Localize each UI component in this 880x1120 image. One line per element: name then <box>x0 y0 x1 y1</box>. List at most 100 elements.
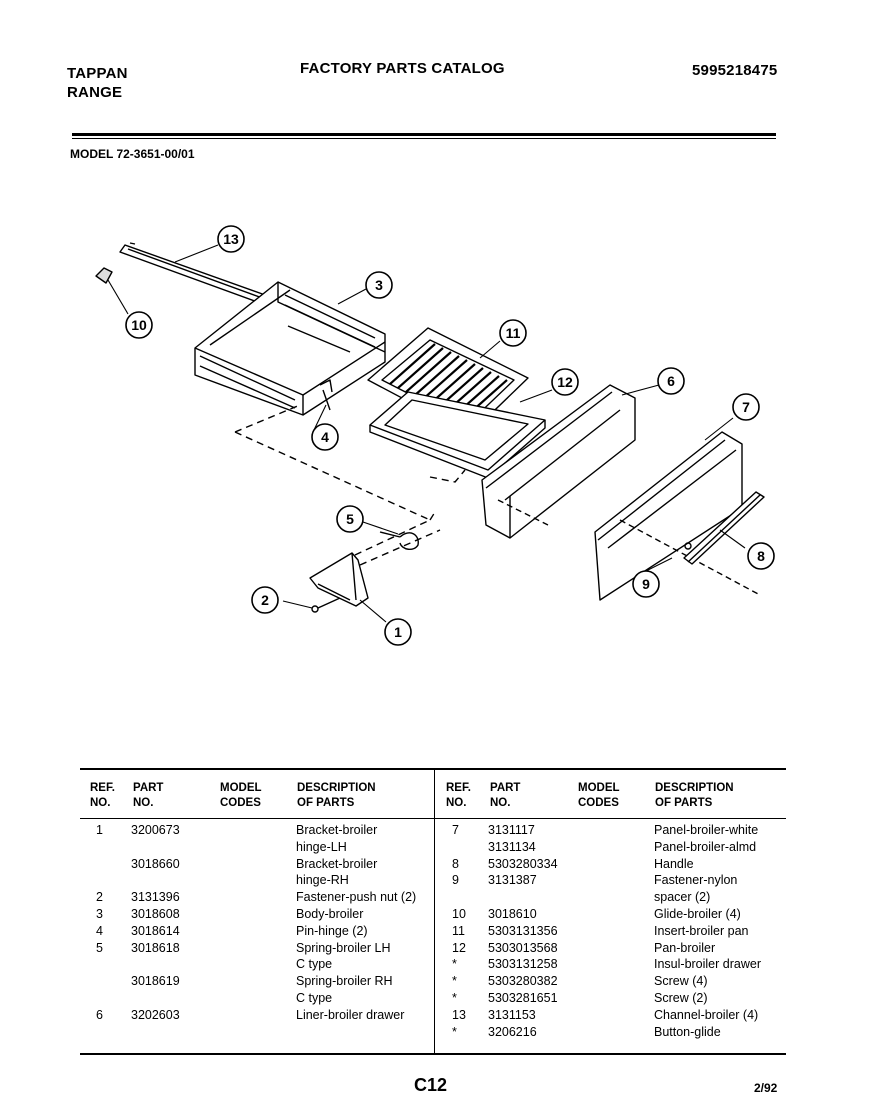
row-ref: 7 <box>452 823 459 837</box>
row-part: 3018660 <box>131 856 180 871</box>
row-part: 3018608 <box>131 907 180 921</box>
callout-5: 5 <box>346 511 354 527</box>
row-desc: Spring-broiler LH <box>296 940 391 955</box>
right-header-desc: DESCRIPTION OF PARTS <box>655 782 734 809</box>
row-desc: Screw (4) <box>654 974 708 989</box>
catalog-title: FACTORY PARTS CATALOG <box>300 60 505 77</box>
left-header-desc: DESCRIPTION OF PARTS <box>297 782 376 809</box>
row-ref: 12 <box>452 940 466 955</box>
table-bottom-rule <box>80 1053 786 1055</box>
callout-8: 8 <box>757 548 765 564</box>
row-ref: 8 <box>452 856 459 871</box>
row-ref: 10 <box>452 907 466 921</box>
row-part: 5303280334 <box>488 856 558 871</box>
row-part: 3018610 <box>488 907 537 921</box>
part-2-fastener <box>311 597 341 613</box>
row-part: 3131153 <box>488 1007 536 1022</box>
row-desc: Channel-broiler (4) <box>654 1007 759 1022</box>
left-header-part: PART NO. <box>133 782 164 809</box>
row-ref: 3 <box>96 907 103 921</box>
row-desc: Spring-broiler RH <box>296 974 393 989</box>
table-header-rule <box>80 818 786 819</box>
part-12-pan <box>369 391 546 479</box>
callout-7: 7 <box>742 399 750 415</box>
page-number: C12 <box>414 1075 448 1095</box>
row-desc: Glide-broiler (4) <box>654 907 741 921</box>
row-part: 3131387 <box>488 873 537 888</box>
row-desc: spacer (2) <box>654 890 711 905</box>
row-ref: 13 <box>452 1007 466 1022</box>
callout-4: 4 <box>321 429 329 445</box>
row-desc: Bracket-broiler <box>296 823 378 837</box>
row-desc: Insert-broiler pan <box>654 923 749 938</box>
part-3-body <box>194 281 386 416</box>
part-13-channel <box>119 242 269 305</box>
row-part: 3018619 <box>131 974 180 989</box>
row-desc: Bracket-broiler <box>296 856 378 871</box>
row-ref: 6 <box>96 1007 103 1022</box>
callout-12: 12 <box>557 374 573 390</box>
row-ref: * <box>452 1024 457 1039</box>
row-part: 3131117 <box>488 823 535 837</box>
row-ref: 5 <box>96 940 103 955</box>
part-11-insert <box>367 327 529 435</box>
brand-line2: RANGE <box>67 84 123 101</box>
row-part: 3200673 <box>131 823 180 837</box>
header-rule-bottom <box>72 138 776 139</box>
row-desc: Button-glide <box>654 1024 721 1039</box>
row-ref: 4 <box>96 923 103 938</box>
row-ref: 1 <box>96 823 103 837</box>
brand-line1: TAPPAN <box>67 65 128 82</box>
row-desc: hinge-RH <box>296 873 349 888</box>
part-8-handle <box>683 491 765 565</box>
callout-2: 2 <box>261 592 269 608</box>
callout-13: 13 <box>223 231 239 247</box>
row-desc: Liner-broiler drawer <box>296 1007 405 1022</box>
row-ref: 9 <box>452 873 459 888</box>
row-part: 5303013568 <box>488 940 558 955</box>
part-7-panel <box>594 431 761 601</box>
row-part: 5303280382 <box>488 974 558 989</box>
part-4-pin <box>322 389 331 411</box>
right-header-model: MODEL CODES <box>578 782 620 809</box>
part-6-liner <box>481 384 636 539</box>
brand: TAPPAN RANGE <box>67 64 128 102</box>
part-9-fastener <box>684 542 692 550</box>
right-header-ref: REF. NO. <box>446 782 471 809</box>
model-number: MODEL 72-3651-00/01 <box>70 147 195 161</box>
row-part: 3206216 <box>488 1024 537 1039</box>
row-part: 3018614 <box>131 923 180 938</box>
table-top-rule <box>80 768 786 770</box>
part-5-spring <box>379 531 419 550</box>
callout-3: 3 <box>375 277 383 293</box>
row-desc: Pin-hinge (2) <box>296 923 368 938</box>
table-center-divider <box>434 769 435 1054</box>
row-part: 3202603 <box>131 1007 180 1022</box>
callout-11: 11 <box>506 325 521 341</box>
left-header-model: MODEL CODES <box>220 782 262 809</box>
callout-10: 10 <box>131 317 147 333</box>
row-desc: Handle <box>654 856 694 871</box>
row-desc: Body-broiler <box>296 907 364 921</box>
right-header-part: PART NO. <box>490 782 521 809</box>
callout-6: 6 <box>667 373 675 389</box>
header-rule-top <box>72 133 776 136</box>
row-ref: 11 <box>452 923 465 938</box>
row-desc: Fastener-push nut (2) <box>296 890 417 905</box>
row-desc: Pan-broiler <box>654 940 716 955</box>
row-part: 5303281651 <box>488 991 558 1005</box>
row-desc: Fastener-nylon <box>654 873 738 888</box>
left-header-ref: REF. NO. <box>90 782 115 809</box>
part-10-glide <box>95 267 113 284</box>
part-1-bracket <box>309 552 369 607</box>
row-ref: * <box>452 991 457 1005</box>
row-part: 5303131356 <box>488 923 558 938</box>
row-ref: 2 <box>96 890 103 905</box>
row-part: 3018618 <box>131 940 180 955</box>
row-desc: Screw (2) <box>654 991 708 1005</box>
exploded-parts-diagram: 13 3 10 11 12 6 7 4 5 2 1 8 9 0169 <box>95 225 775 646</box>
revision-date: 2/92 <box>754 1081 778 1095</box>
row-ref: * <box>452 957 457 972</box>
callout-9: 9 <box>642 576 650 592</box>
row-desc: C type <box>296 991 333 1005</box>
